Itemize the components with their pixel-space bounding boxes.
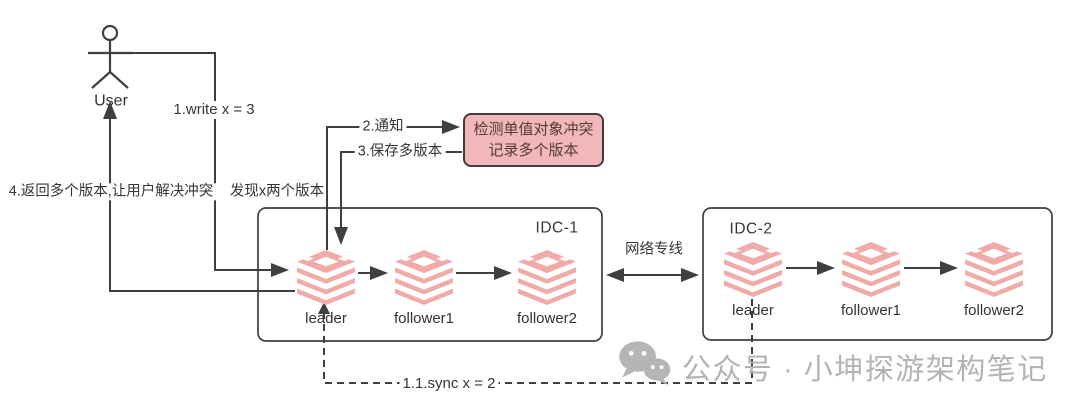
- idc2-leader-node: leader: [708, 242, 798, 319]
- database-icon: [393, 250, 455, 306]
- conflict-detect-box: 检测单值对象冲突 记录多个版本: [463, 113, 604, 167]
- database-icon: [840, 242, 902, 298]
- discover-label: 发现x两个版本: [229, 183, 325, 200]
- idc1-label: IDC-1: [535, 219, 579, 237]
- node-label: follower1: [840, 302, 902, 319]
- idc2-follower2-node: follower2: [949, 242, 1039, 319]
- notify-arrow-label: 2.通知: [359, 118, 407, 136]
- idc1-follower2-node: follower2: [502, 250, 592, 327]
- write-arrow: [133, 52, 289, 277]
- node-label: follower2: [963, 302, 1025, 319]
- sync-dashed-arrow: [318, 296, 753, 384]
- idc2-follower1-node: follower1: [826, 242, 916, 319]
- user-actor-icon: [88, 24, 133, 89]
- node-label: leader: [305, 310, 347, 327]
- user-label: User: [94, 92, 128, 110]
- database-icon: [516, 250, 578, 306]
- write-arrow-label: 1.write x = 3: [170, 101, 258, 119]
- idc1-box: [257, 207, 603, 342]
- conflict-detect-line1: 检测单值对象冲突: [473, 121, 594, 138]
- wechat-icon: [619, 341, 671, 386]
- notify-arrow: [326, 120, 460, 250]
- database-icon: [295, 250, 357, 306]
- database-icon: [722, 242, 784, 298]
- node-label: follower1: [393, 310, 455, 327]
- sync-arrow-label: 1.1.sync x = 2: [399, 375, 499, 393]
- node-label: follower2: [516, 310, 578, 327]
- save-arrow-label: 3.保存多版本: [354, 143, 446, 161]
- idc1-leader-node: leader: [281, 250, 371, 327]
- return-arrow-label: 4.返回多个版本,让用户解决冲突: [5, 183, 217, 201]
- conflict-detect-line2: 记录多个版本: [488, 142, 579, 159]
- node-label: leader: [732, 302, 774, 319]
- idc2-label: IDC-2: [729, 220, 773, 238]
- idc2-box: [702, 207, 1053, 341]
- network-link-label: 网络专线: [625, 241, 683, 258]
- idc1-follower1-node: follower1: [379, 250, 469, 327]
- watermark-text: 公众号 · 小坤探游架构笔记: [682, 354, 1048, 386]
- save-arrow: [334, 151, 462, 245]
- return-arrow: [103, 101, 295, 292]
- database-icon: [963, 242, 1025, 298]
